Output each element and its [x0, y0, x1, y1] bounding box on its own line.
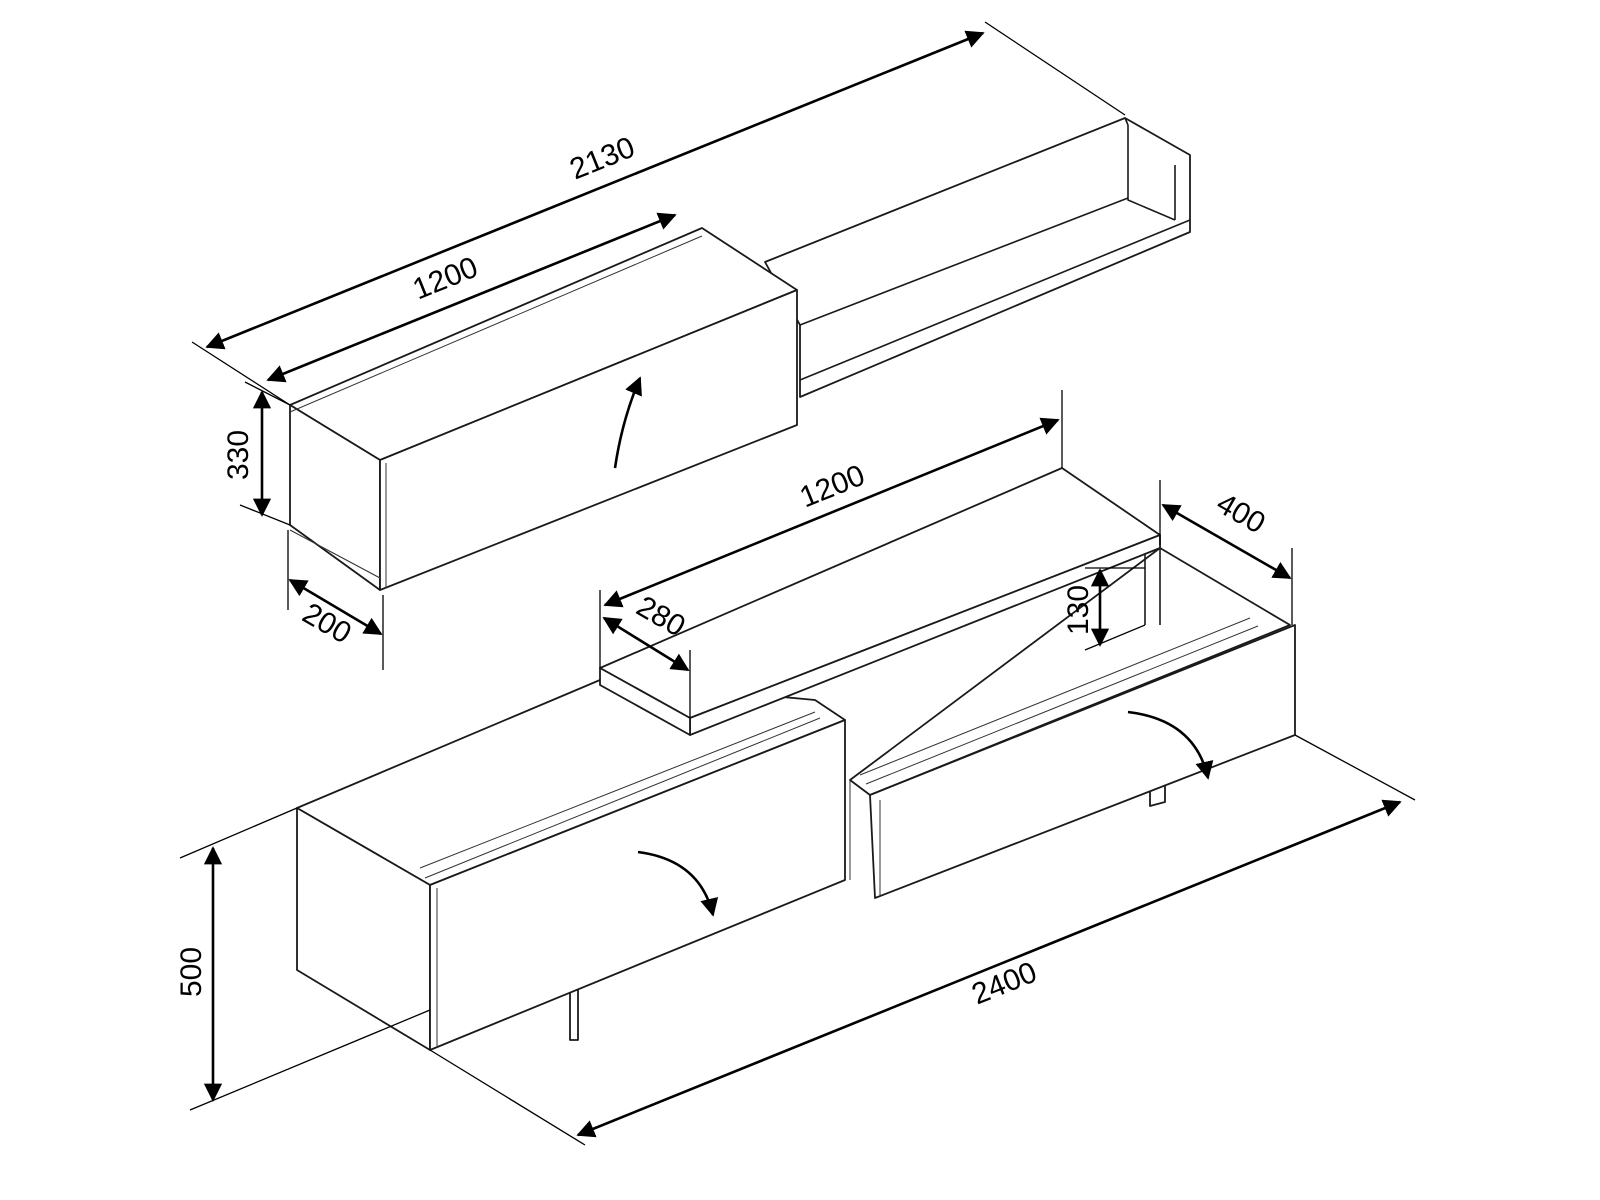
dim-label-330: 330	[222, 430, 255, 480]
dim-label-1200-mid: 1200	[795, 459, 869, 515]
dim-label-200: 200	[297, 597, 357, 651]
dim-label-2130: 2130	[565, 131, 639, 187]
dim-label-500: 500	[175, 947, 208, 997]
base-unit-left	[296, 679, 846, 1051]
dim-label-130: 130	[1062, 585, 1095, 635]
dim-label-2400: 2400	[967, 956, 1041, 1012]
drawer-open-arrow-right	[1127, 710, 1214, 780]
dim-label-400: 400	[1211, 487, 1271, 541]
dimension-lines	[179, 21, 1416, 1146]
wall-shelf	[764, 117, 1191, 398]
